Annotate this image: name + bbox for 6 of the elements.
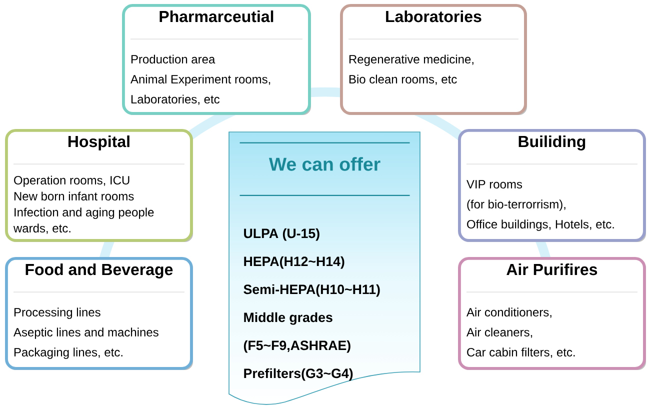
- category-box: Air Purifires Air conditioners, Air cleaners, Car cabin filters, etc.: [458, 257, 646, 370]
- category-box: Pharmarceutial Production area Animal Experiment rooms, Laboratories, etc: [122, 4, 311, 115]
- category-box: Food and Beverage Processing lines Aseptic lines and machines Packaging lines, etc.: [5, 257, 193, 370]
- category-box: Laboratories Regenerative medicine, Bio clean rooms, etc: [340, 4, 527, 115]
- category-box: Hospital Operation rooms, ICU New born infant rooms Infection and aging people wards, etc.: [5, 129, 193, 242]
- category-box: Builiding VIP rooms (for bio-terrorrism), Office buildings, Hotels, etc.: [458, 129, 646, 242]
